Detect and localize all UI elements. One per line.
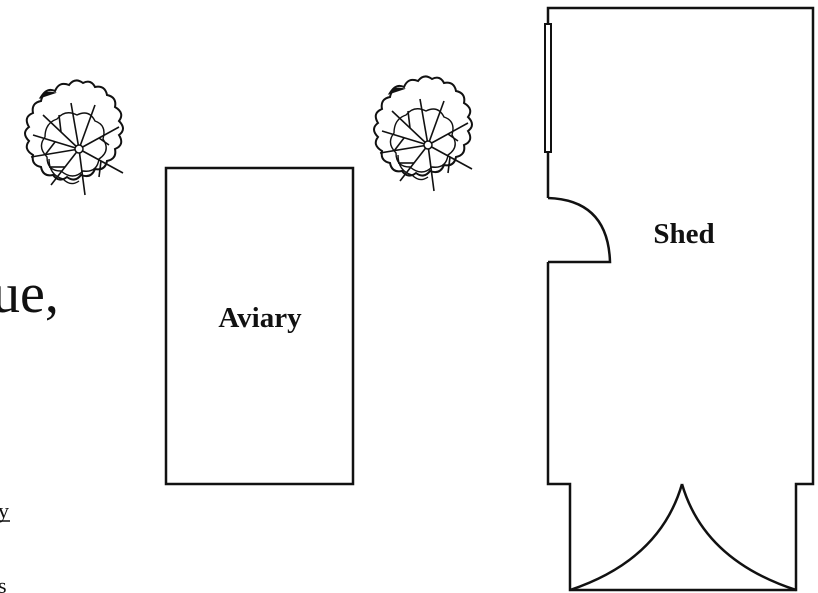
cropped-main-text: ue, (0, 263, 59, 325)
shed-double-door-right (680, 483, 797, 592)
shed-side-door (547, 196, 612, 264)
aviary-outline (164, 166, 355, 486)
cropped-bottom-text: s (0, 573, 7, 593)
shed-window (544, 23, 552, 153)
tree-icon (24, 79, 124, 196)
cropped-underlined-text: y (0, 498, 9, 523)
aviary-label: Aviary (218, 302, 302, 334)
shed-label: Shed (653, 218, 714, 250)
shed-double-door-left (569, 483, 684, 592)
tree-icon (373, 75, 473, 192)
shed-outline (546, 6, 815, 592)
